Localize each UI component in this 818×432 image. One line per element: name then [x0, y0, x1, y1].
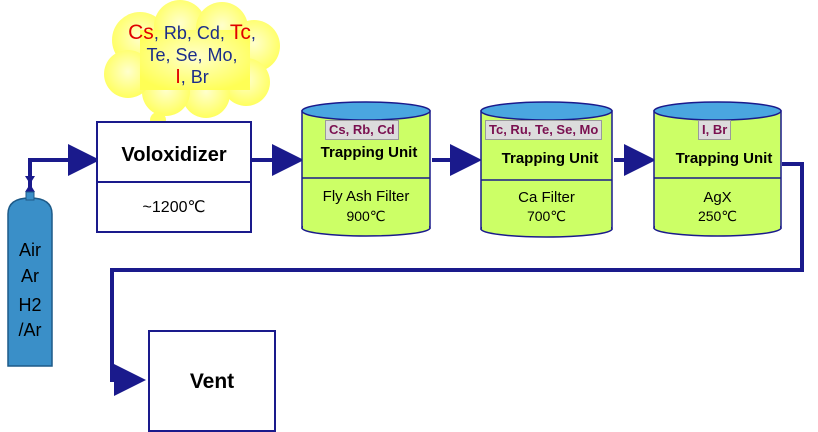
voloxidizer-box	[96, 121, 252, 233]
valve-icon	[25, 176, 35, 192]
cloud-seg-i: I	[175, 66, 181, 88]
unit-3-filter: AgX	[703, 189, 732, 206]
cloud-callout	[104, 0, 280, 146]
vent-label: Vent	[189, 370, 235, 393]
unit-1-highlight: Cs, Rb, Cd	[325, 120, 399, 140]
cloud-text: Cs, Rb, Cd, Tc, Te, Se, Mo, I, Br	[112, 22, 272, 89]
unit-3-temp: 250℃	[697, 208, 738, 224]
gas-cylinder	[7, 191, 53, 367]
cloud-seg-rb-cd: , Rb, Cd,	[153, 23, 230, 43]
cylinder-label-h2: H2	[18, 295, 42, 315]
unit-2-temp: 700℃	[526, 208, 567, 224]
cylinder-label-air: Air	[19, 240, 41, 260]
unit-2-title: Trapping Unit	[501, 150, 599, 167]
unit-1-filter: Fly Ash Filter	[322, 188, 410, 205]
unit-2-highlight: Tc, Ru, Te, Se, Mo	[485, 120, 603, 140]
cylinder-label-ar-mix: /Ar	[18, 320, 42, 340]
trapping-unit-3	[653, 101, 782, 237]
cloud-line-1: Cs, Rb, Cd, Tc,	[112, 22, 272, 44]
unit-1-temp: 900℃	[346, 208, 386, 224]
cloud-seg-br: , Br	[180, 67, 209, 87]
cloud-seg-comma: ,	[250, 23, 256, 43]
voloxidizer-title: Voloxidizer	[121, 144, 227, 166]
unit-2-filter: Ca Filter	[518, 189, 575, 206]
unit-1-title: Trapping Unit	[320, 144, 418, 161]
unit-3-highlight: I, Br	[698, 120, 732, 140]
vent-box	[148, 330, 276, 432]
voloxidizer-temp: ~1200℃	[142, 199, 206, 216]
cloud-line-2: Te, Se, Mo,	[146, 45, 238, 65]
cylinder-label-ar: Ar	[21, 266, 39, 286]
cloud-seg-tc: Tc	[229, 21, 251, 44]
unit-3-title: Trapping Unit	[675, 150, 773, 167]
cloud-seg-cs: Cs	[128, 21, 154, 44]
cloud-line-3: I, Br	[112, 66, 272, 88]
